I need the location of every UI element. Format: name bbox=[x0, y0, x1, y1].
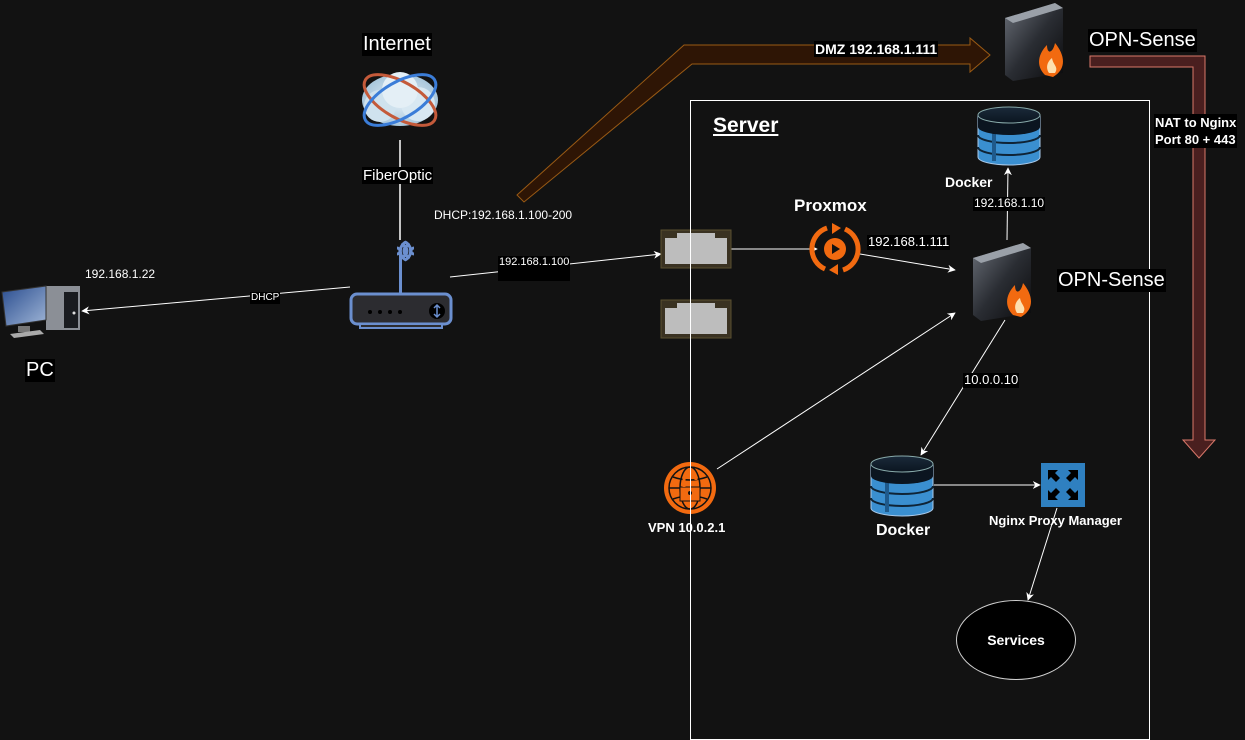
nat-label: NAT to Nginx Port 80 + 443 bbox=[1154, 114, 1238, 148]
proxmox-label: Proxmox bbox=[794, 196, 867, 215]
ethernet-port-icon bbox=[660, 229, 732, 269]
nat-arrow bbox=[1089, 55, 1217, 459]
dhcp-edge-label: DHCP bbox=[250, 292, 281, 304]
proxmox-icon bbox=[809, 223, 861, 275]
services-node: Services bbox=[956, 600, 1076, 680]
edge-proxmox-opnsense bbox=[859, 253, 956, 273]
database-icon bbox=[977, 106, 1041, 166]
vpn-label: VPN 10.0.2.1 bbox=[648, 520, 726, 535]
edge-vpn-opnsense bbox=[716, 312, 956, 470]
docker-bottom-ip-label: 10.0.0.10 bbox=[963, 372, 1020, 388]
nat-label-line2: Port 80 + 443 bbox=[1155, 132, 1236, 147]
pc-ip-label: 192.168.1.22 bbox=[85, 267, 156, 281]
expand-arrows-icon bbox=[1041, 463, 1085, 507]
firewall-icon bbox=[1005, 3, 1063, 81]
dmz-label: DMZ 192.168.1.111 bbox=[814, 41, 939, 58]
nginx-label: Nginx Proxy Manager bbox=[989, 513, 1122, 528]
edge-nginx-services bbox=[1026, 507, 1058, 601]
opnsense-external-label: OPN-Sense bbox=[1088, 29, 1197, 52]
nat-label-line1: NAT to Nginx bbox=[1155, 115, 1237, 130]
firewall-icon bbox=[973, 243, 1031, 321]
cloud-globe-icon bbox=[362, 72, 438, 127]
router-nic-ip-label: 192.168.1.100 bbox=[498, 256, 571, 281]
opnsense-internal-label: OPN-Sense bbox=[1057, 269, 1166, 292]
proxmox-ip-label: 192.168.1.111 bbox=[867, 234, 951, 250]
internet-label: Internet bbox=[362, 33, 432, 56]
server-container bbox=[690, 100, 1150, 740]
services-label: Services bbox=[987, 632, 1045, 648]
edge-router-pc bbox=[81, 286, 351, 315]
desktop-computer-icon bbox=[1, 285, 80, 338]
pc-label: PC bbox=[25, 359, 55, 382]
ethernet-port-icon bbox=[660, 299, 732, 339]
dhcp-range-label: DHCP:192.168.1.100-200 bbox=[434, 208, 573, 222]
docker-top-ip-label: 192.168.1.10 bbox=[973, 196, 1046, 211]
docker-bottom-label: Docker bbox=[876, 522, 931, 539]
wifi-router-icon bbox=[349, 240, 453, 329]
docker-top-label: Docker bbox=[945, 174, 993, 190]
fiberoptic-label: FiberOptic bbox=[362, 167, 434, 185]
database-icon bbox=[870, 455, 934, 517]
server-title: Server bbox=[713, 114, 779, 137]
